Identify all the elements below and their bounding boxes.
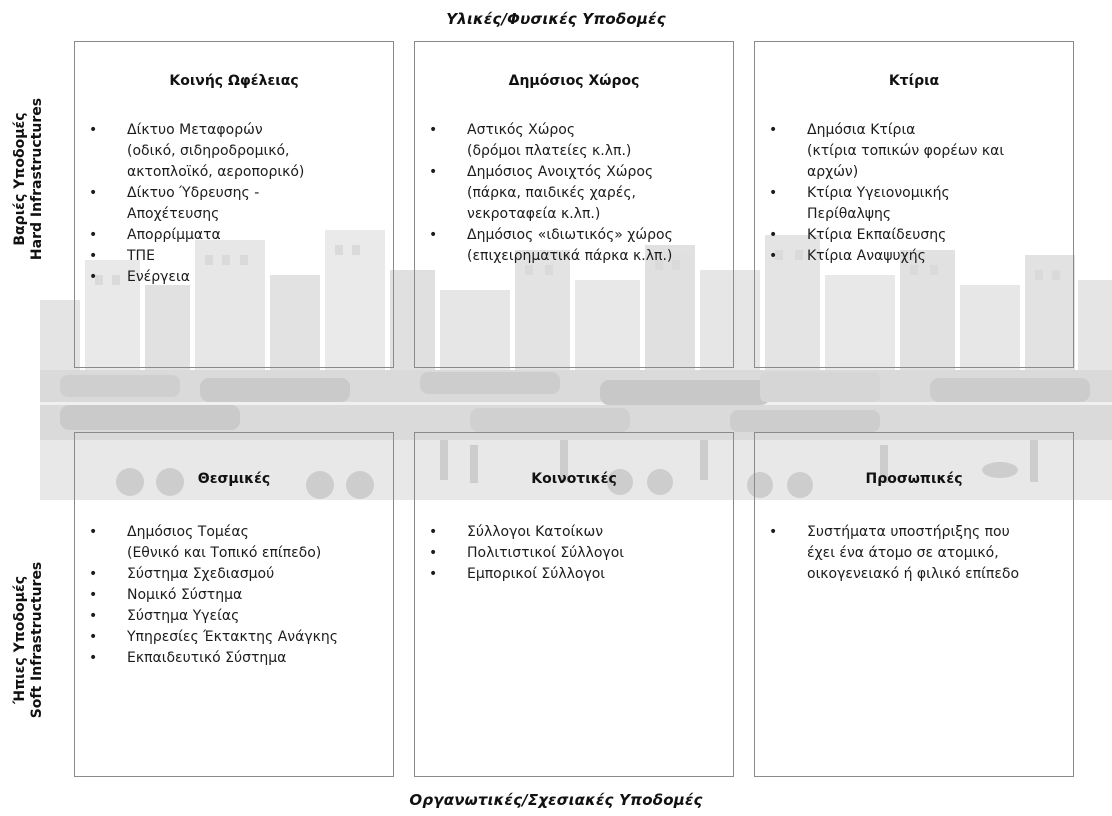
list-item: • Εμπορικοί Σύλλογοι <box>429 564 727 585</box>
box-title: Προσωπικές <box>865 471 963 487</box>
item-text: Σύστημα Σχεδιασμού <box>127 566 275 582</box>
hard-label-greek: Βαριές Υποδομές <box>12 112 28 246</box>
item-text: Συστήματα υποστήριξης που έχει ένα άτομο… <box>807 524 1020 582</box>
bullet-icon: • <box>89 650 98 666</box>
bullet-icon: • <box>769 185 778 201</box>
bullet-icon: • <box>769 524 778 540</box>
buildings-box: Κτίρια • Δημόσια Κτίρια (κτίρια τοπικών φ… <box>754 41 1074 368</box>
bullet-icon: • <box>769 248 778 264</box>
bullet-icon: • <box>769 227 778 243</box>
item-text: Δημόσιος «ιδιωτικός» χώρος (επιχειρηματι… <box>467 227 673 264</box>
item-text: Δημόσια Κτίρια (κτίρια τοπικών φορέων κα… <box>807 122 1005 180</box>
list-item: • Δίκτυο Ύδρευσης - Αποχέτευσης <box>89 183 387 225</box>
box-title: Θεσμικές <box>197 471 271 487</box>
box-title: Δημόσιος Χώρος <box>508 73 640 89</box>
list-item: • ΤΠΕ <box>89 246 387 267</box>
personal-box: Προσωπικές • Συστήματα υποστήριξης που έχ… <box>754 432 1074 777</box>
item-text: Υπηρεσίες Έκτακτης Ανάγκης <box>127 629 338 645</box>
list-item: • Σύστημα Υγείας <box>89 606 387 627</box>
item-text: Εκπαιδευτικό Σύστημα <box>127 650 287 666</box>
list-item: • Δημόσια Κτίρια (κτίρια τοπικών φορέων κ… <box>769 120 1067 183</box>
list-item: • Νομικό Σύστημα <box>89 585 387 606</box>
item-list: • Συστήματα υποστήριξης που έχει ένα άτομ… <box>769 522 1067 585</box>
item-text: Σύστημα Υγείας <box>127 608 240 624</box>
bullet-icon: • <box>429 227 438 243</box>
bullet-icon: • <box>429 164 438 180</box>
list-item: • Συστήματα υποστήριξης που έχει ένα άτομ… <box>769 522 1067 585</box>
item-text: Σύλλογοι Κατοίκων <box>467 524 604 540</box>
institutional-box: Θεσμικές • Δημόσιος Τομέας (Εθνικό και Το… <box>74 432 394 777</box>
item-text: Απορρίμματα <box>127 227 221 243</box>
list-item: • Δημόσιος Τομέας (Εθνικό και Τοπικό επίπ… <box>89 522 387 564</box>
item-text: Πολιτιστικοί Σύλλογοι <box>467 545 624 561</box>
list-item: • Σύλλογοι Κατοίκων <box>429 522 727 543</box>
bullet-icon: • <box>89 122 98 138</box>
public-space-box: Δημόσιος Χώρος • Αστικός Χώρος (δρόμοι πλ… <box>414 41 734 368</box>
bottom-axis-title: Οργανωτικές/Σχεσιακές Υποδομές <box>409 791 703 809</box>
community-box: Κοινοτικές • Σύλλογοι Κατοίκων • Πολιτιστι… <box>414 432 734 777</box>
list-item: • Απορρίμματα <box>89 225 387 246</box>
top-axis-title: Υλικές/Φυσικές Υποδομές <box>446 10 666 28</box>
list-item: • Κτίρια Υγειονομικής Περίθαλψης <box>769 183 1067 225</box>
item-text: Νομικό Σύστημα <box>127 587 243 603</box>
bullet-icon: • <box>89 248 98 264</box>
list-item: • Ενέργεια <box>89 267 387 288</box>
bullet-icon: • <box>429 566 438 582</box>
list-item: • Δίκτυο Μεταφορών (οδικό, σιδηροδρομικό,… <box>89 120 387 183</box>
list-item: • Κτίρια Αναψυχής <box>769 246 1067 267</box>
box-title: Κτίρια <box>888 73 940 89</box>
bullet-icon: • <box>89 524 98 540</box>
item-list: • Σύλλογοι Κατοίκων • Πολιτιστικοί Σύλλογο… <box>429 522 727 585</box>
item-text: Κτίρια Αναψυχής <box>807 248 926 264</box>
item-text: Δίκτυο Ύδρευσης - Αποχέτευσης <box>127 185 260 222</box>
hard-infrastructure-label: Βαριές Υποδομές Hard Infrastructures <box>12 49 46 309</box>
item-text: Δημόσιος Τομέας (Εθνικό και Τοπικό επίπε… <box>127 524 322 561</box>
item-list: • Δημόσια Κτίρια (κτίρια τοπικών φορέων κ… <box>769 120 1067 267</box>
item-list: • Δίκτυο Μεταφορών (οδικό, σιδηροδρομικό,… <box>89 120 387 288</box>
item-list: • Αστικός Χώρος (δρόμοι πλατείες κ.λπ.) •… <box>429 120 727 267</box>
item-text: Κτίρια Εκπαίδευσης <box>807 227 947 243</box>
soft-label-greek: Ήπιες Υποδομές <box>12 575 28 705</box>
hard-label-english: Hard Infrastructures <box>29 97 45 261</box>
item-text: Ενέργεια <box>127 269 190 285</box>
bullet-icon: • <box>89 185 98 201</box>
bullet-icon: • <box>89 566 98 582</box>
list-item: • Σύστημα Σχεδιασμού <box>89 564 387 585</box>
bullet-icon: • <box>89 629 98 645</box>
list-item: • Υπηρεσίες Έκτακτης Ανάγκης <box>89 627 387 648</box>
bullet-icon: • <box>89 587 98 603</box>
soft-infrastructure-label: Ήπιες Υποδομές Soft Infrastructures <box>12 510 46 770</box>
utilities-box: Κοινής Ωφέλειας • Δίκτυο Μεταφορών (οδικό… <box>74 41 394 368</box>
list-item: • Πολιτιστικοί Σύλλογοι <box>429 543 727 564</box>
list-item: • Εκπαιδευτικό Σύστημα <box>89 648 387 669</box>
item-text: Εμπορικοί Σύλλογοι <box>467 566 606 582</box>
list-item: • Αστικός Χώρος (δρόμοι πλατείες κ.λπ.) <box>429 120 727 162</box>
item-text: Αστικός Χώρος (δρόμοι πλατείες κ.λπ.) <box>467 122 632 159</box>
bullet-icon: • <box>429 524 438 540</box>
item-text: Δημόσιος Ανοιχτός Χώρος (πάρκα, παιδικές… <box>467 164 654 222</box>
item-text: Κτίρια Υγειονομικής Περίθαλψης <box>807 185 950 222</box>
bullet-icon: • <box>89 227 98 243</box>
bullet-icon: • <box>769 122 778 138</box>
soft-label-english: Soft Infrastructures <box>29 561 45 719</box>
list-item: • Κτίρια Εκπαίδευσης <box>769 225 1067 246</box>
box-title: Κοινής Ωφέλειας <box>169 73 299 89</box>
item-list: • Δημόσιος Τομέας (Εθνικό και Τοπικό επίπ… <box>89 522 387 669</box>
list-item: • Δημόσιος «ιδιωτικός» χώρος (επιχειρηματ… <box>429 225 727 267</box>
bullet-icon: • <box>89 608 98 624</box>
item-text: ΤΠΕ <box>127 248 155 264</box>
box-title: Κοινοτικές <box>531 471 617 487</box>
item-text: Δίκτυο Μεταφορών (οδικό, σιδηροδρομικό, … <box>127 122 305 180</box>
bullet-icon: • <box>429 545 438 561</box>
list-item: • Δημόσιος Ανοιχτός Χώρος (πάρκα, παιδικέ… <box>429 162 727 225</box>
bullet-icon: • <box>89 269 98 285</box>
bullet-icon: • <box>429 122 438 138</box>
